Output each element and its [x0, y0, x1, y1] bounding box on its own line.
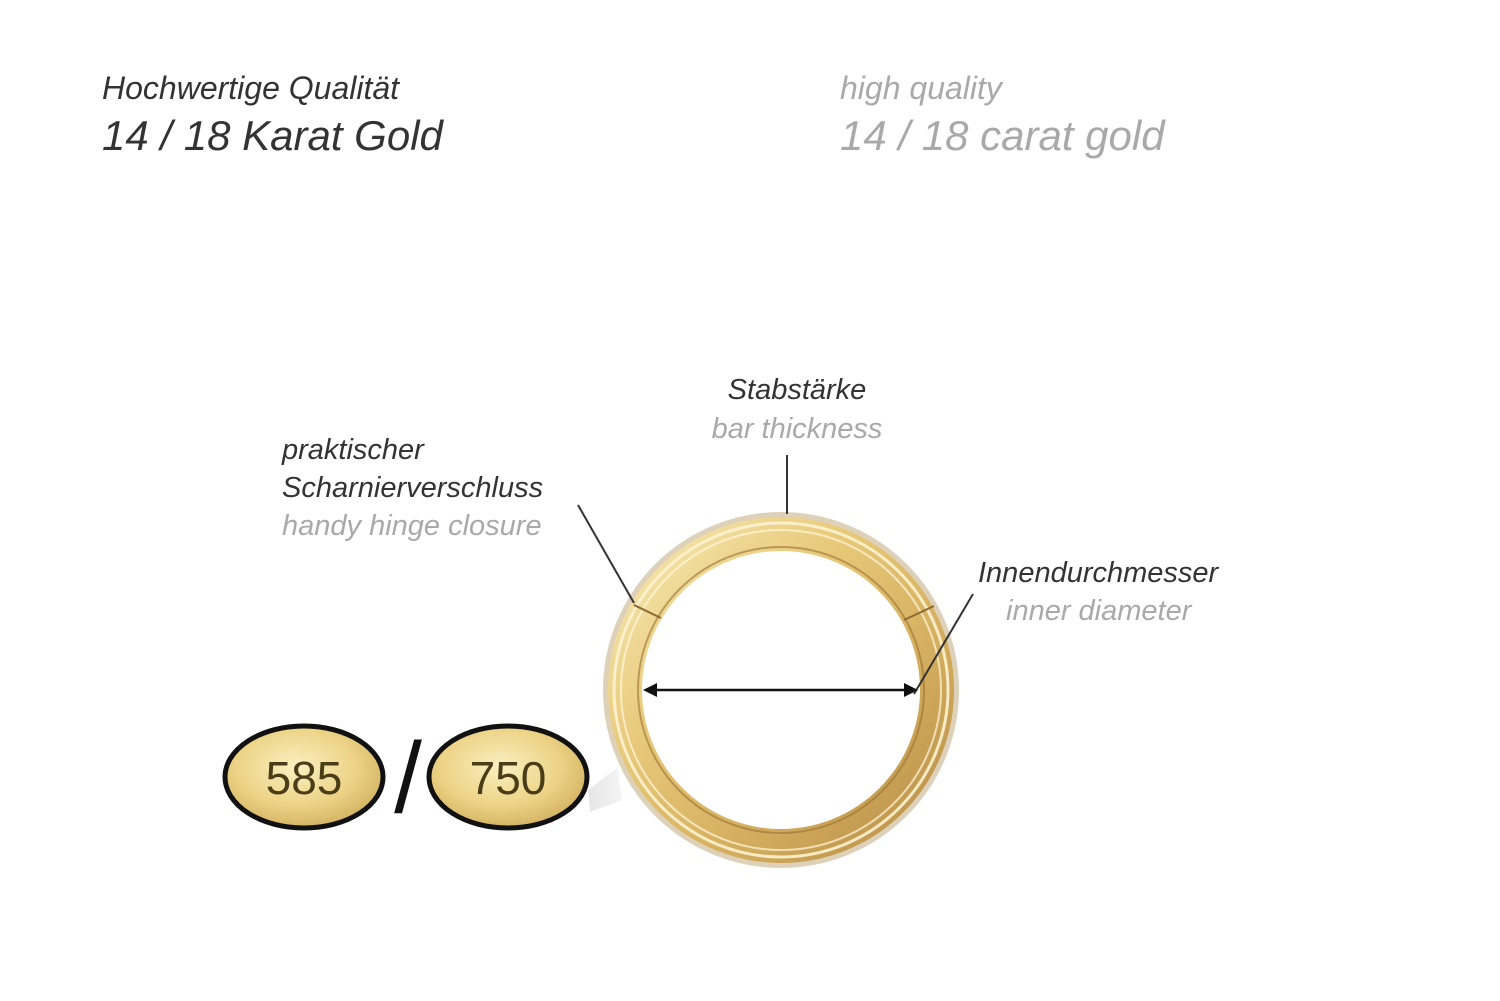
inner-diameter-label-english: inner diameter	[1006, 595, 1192, 627]
header-english-line2: 14 / 18 carat gold	[840, 112, 1165, 159]
gold-hinged-ring-icon	[603, 512, 959, 868]
hinge-label-german-line1: praktischer	[282, 434, 424, 466]
stamp-connector	[588, 768, 622, 812]
inner-diameter-label-german: Innendurchmesser	[978, 557, 1219, 589]
hallmark-separator: /	[394, 722, 422, 834]
hinge-label-english: handy hinge closure	[282, 510, 542, 542]
hallmark-585-stamp: 585	[222, 723, 386, 831]
hinge-seam-left	[633, 604, 662, 619]
hallmark-750-label: 750	[470, 752, 547, 804]
hinge-seam-right	[903, 605, 935, 621]
hallmark-585-label: 585	[266, 752, 343, 804]
bar-thickness-label-german: Stabstärke	[727, 374, 867, 406]
hinge-label-german-line2: Scharnierverschluss	[282, 472, 544, 504]
hinge-pointer	[577, 504, 635, 604]
inner-diameter-pointer	[913, 593, 974, 695]
header-english-line1: high quality	[840, 70, 1002, 106]
hallmark-750-stamp: 750	[426, 723, 590, 831]
header-german-line1: Hochwertige Qualität	[102, 70, 400, 106]
header-german-line2: 14 / 18 Karat Gold	[102, 112, 443, 159]
bar-thickness-label-english: bar thickness	[711, 413, 883, 445]
inner-diameter-arrow	[643, 683, 918, 697]
